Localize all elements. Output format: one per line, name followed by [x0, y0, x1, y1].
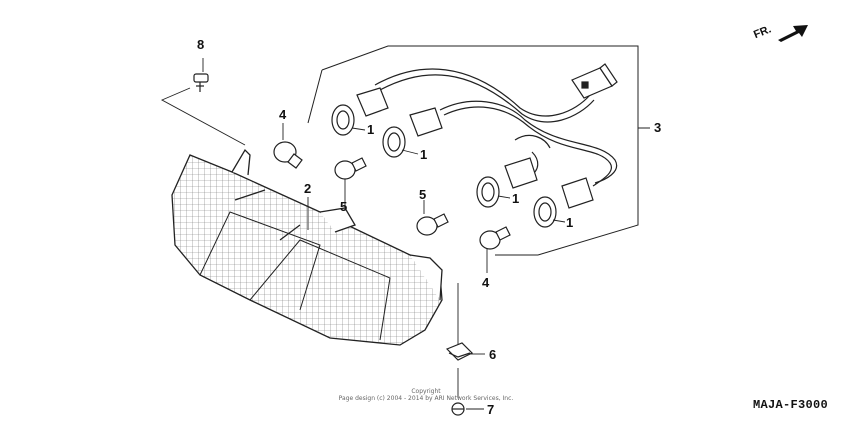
- callout-4-bottom: 4: [482, 275, 490, 290]
- callout-1-c: 1: [512, 191, 520, 206]
- bulb-socket: [382, 107, 443, 158]
- screw-8: [193, 73, 209, 92]
- callout-3: 3: [654, 120, 662, 135]
- bulb-socket: [533, 177, 594, 228]
- screw-7: [451, 402, 465, 416]
- diagram-code: MAJA-F3000: [752, 398, 828, 412]
- clip-nut-6: [445, 342, 474, 361]
- front-direction-arrow: [778, 25, 808, 42]
- harness-group-outline: [307, 45, 650, 256]
- copyright-notice: Copyright Page design (c) 2004 - 2014 by…: [336, 388, 516, 402]
- callout-4-top: 4: [279, 107, 287, 122]
- callout-1-d: 1: [566, 215, 574, 230]
- callout-1-a: 1: [367, 122, 375, 137]
- bulb-5-bottom: [416, 213, 449, 236]
- bulb-5-top: [334, 157, 367, 180]
- callout-2: 2: [304, 181, 312, 196]
- callout-5-top: 5: [340, 199, 348, 214]
- tail-lamp-assembly: [171, 148, 443, 346]
- callout-6: 6: [489, 347, 497, 362]
- bulb-socket: [476, 157, 538, 208]
- bulb-4-bottom: [479, 226, 511, 250]
- bulb-socket: [331, 87, 389, 136]
- callout-5-bottom: 5: [419, 187, 427, 202]
- callout-1-b: 1: [420, 147, 428, 162]
- wire-harness: [374, 68, 618, 187]
- callout-8: 8: [197, 37, 205, 52]
- wire-connector: [571, 63, 618, 99]
- copyright-line-2: Page design (c) 2004 - 2014 by ARI Netwo…: [338, 395, 514, 402]
- copyright-line-1: Copyright: [411, 388, 441, 395]
- assembly-guide-line: [160, 87, 246, 146]
- bulb-4-top: [273, 141, 303, 169]
- callout-7: 7: [487, 402, 495, 417]
